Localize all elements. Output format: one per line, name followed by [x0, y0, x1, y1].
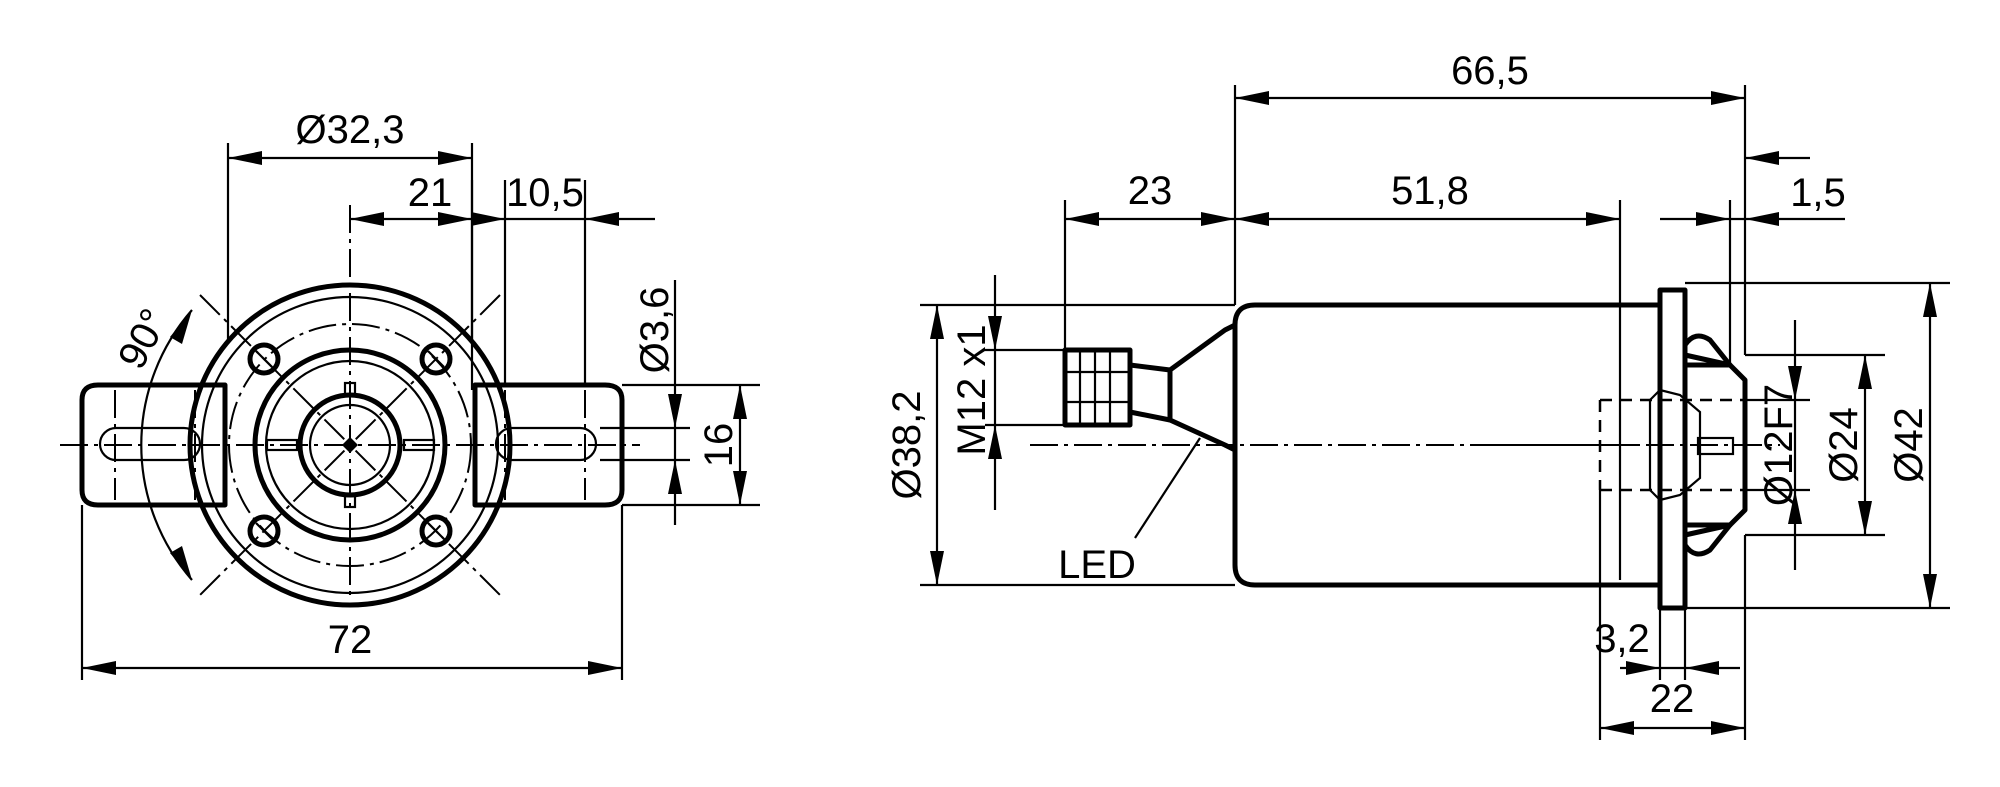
side-flange — [1657, 287, 1688, 611]
dim-hub-diameter: Ø24 — [1822, 407, 1866, 483]
dim-offset-21: 21 — [408, 171, 453, 215]
led-leader — [1134, 437, 1201, 539]
dim-overall-width: 72 — [328, 618, 373, 662]
dim-hub-length: 22 — [1650, 677, 1695, 721]
dim-flange-thickness: 1,5 — [1790, 171, 1846, 215]
side-view: 66,5 23 51,8 1,5 Ø38,2 M12 x1 — [885, 49, 1950, 740]
dim-hub-offset: 3,2 — [1594, 617, 1650, 661]
dim-flange-height: 16 — [697, 423, 741, 468]
housing-body — [1232, 302, 1663, 588]
front-view: Ø32,3 21 10,5 Ø3,6 16 90° — [60, 108, 760, 680]
connector-thread — [1062, 347, 1133, 428]
dim-connector-length: 23 — [1128, 169, 1173, 213]
mounting-flange-outline — [79, 382, 228, 508]
hub-inner — [1648, 388, 1702, 502]
dim-flange-diameter: Ø42 — [1887, 407, 1931, 483]
dim-overall-length: 66,5 — [1451, 49, 1529, 93]
dim-housing-diameter: Ø38,2 — [885, 391, 929, 500]
dim-body-length: 51,8 — [1391, 169, 1469, 213]
flange-lug-bottom — [1682, 522, 1733, 557]
connector-cone — [1167, 322, 1238, 453]
dim-bolt-circle-diameter: Ø32,3 — [296, 108, 405, 152]
dim-angle: 90° — [110, 302, 177, 376]
mounting-flange-outline-right — [472, 382, 625, 508]
dim-slot-width: 10,5 — [506, 171, 584, 215]
flange-lug-top — [1682, 333, 1733, 368]
led-label: LED — [1058, 543, 1136, 587]
dim-thread: M12 x1 — [950, 324, 994, 455]
dim-bore-diameter: Ø12F7 — [1757, 384, 1801, 506]
diag-centerline-2 — [199, 294, 501, 596]
angle-arc — [140, 309, 193, 581]
dim-hole-diameter: Ø3,6 — [633, 287, 677, 374]
